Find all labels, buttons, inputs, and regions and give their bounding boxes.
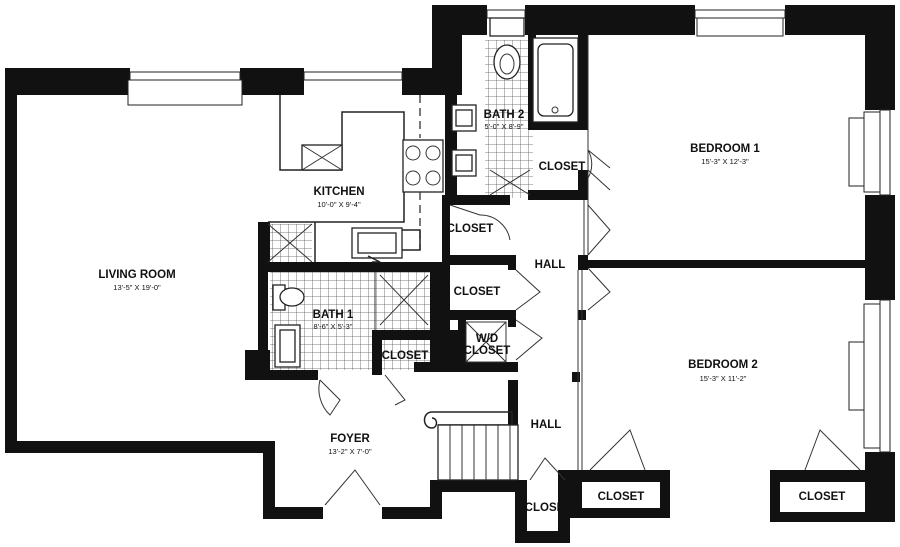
living-room-dims: 13'-5" X 19'-0" <box>113 283 161 292</box>
kitchen-fixtures <box>267 95 444 263</box>
exterior-walls <box>5 5 895 543</box>
closet-bed2-right-label: CLOSET <box>799 491 846 503</box>
hall-lower-label: HALL <box>531 419 562 431</box>
bedroom1-dims: 15'-3" X 12'-3" <box>701 157 749 166</box>
foyer-dims: 13'-2" X 7'-0" <box>328 447 372 456</box>
bath1-label: BATH 1 <box>313 309 354 321</box>
bath1-dims: 8'-6" X 5'-3" <box>313 322 352 331</box>
room-labels: BEDROOM 1 15'-3" X 12'-3" BEDROOM 2 15'-… <box>98 109 845 514</box>
closet-bed2-left-label: CLOSET <box>598 491 645 503</box>
closet-bath1-label: CLOSET <box>382 350 429 362</box>
windows <box>127 9 891 453</box>
bedroom2-label: BEDROOM 2 <box>688 359 758 371</box>
bedroom2-dims: 15'-3" X 11'-2" <box>700 374 747 383</box>
wd-closet-cross <box>465 321 507 363</box>
living-room-label: LIVING ROOM <box>98 269 175 281</box>
bath2-fixtures <box>451 17 579 196</box>
bath2-label: BATH 2 <box>484 109 525 121</box>
interior-walls <box>245 35 865 480</box>
closet-wd-line-1: W/D <box>476 333 498 345</box>
hall-upper-label: HALL <box>535 259 566 271</box>
foyer-label: FOYER <box>330 433 370 445</box>
bath1-fixtures <box>272 272 429 368</box>
bath2-dims: 5'-0" X 8'-9" <box>484 122 523 131</box>
kitchen-label: KITCHEN <box>313 186 364 198</box>
kitchen-dims: 10'-0" X 9'-4" <box>317 200 361 209</box>
partitions <box>577 35 589 470</box>
closet-bottom-label: CLOSET <box>525 502 572 514</box>
closet-mid-label: CLOSET <box>454 286 501 298</box>
bedroom1-label: BEDROOM 1 <box>690 143 760 155</box>
closet-kitchen-label: CLOSET <box>447 223 494 235</box>
closet-wd-line-2: CLOSET <box>464 345 511 357</box>
closet-bath2-label: CLOSET <box>539 161 586 173</box>
stairs <box>423 411 519 481</box>
door-swings <box>318 149 861 506</box>
